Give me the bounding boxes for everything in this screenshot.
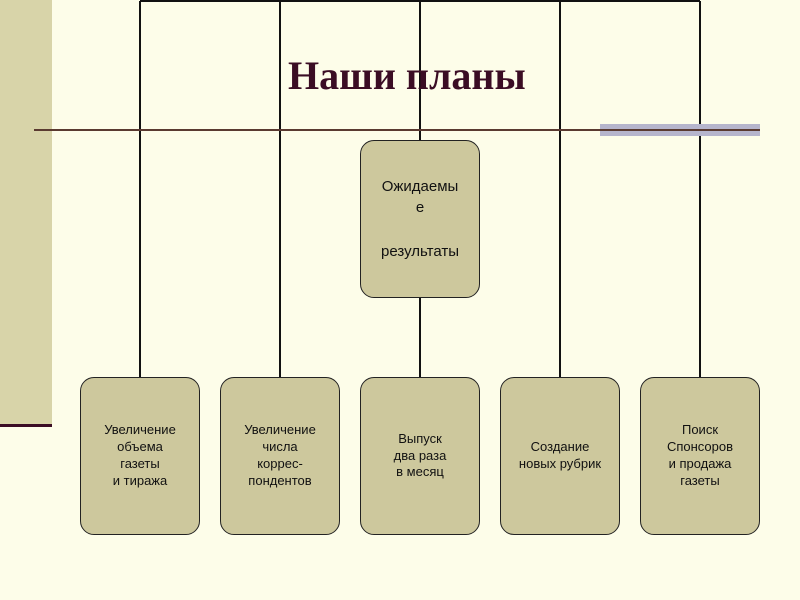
page-title: Наши планы	[288, 53, 526, 98]
side-band-edge	[0, 424, 52, 427]
leaf-node-circulation: Увеличение объема газеты и тиража	[80, 377, 200, 535]
leaf-node-sponsors: Поиск Спонсоров и продажа газеты	[640, 377, 760, 535]
leaf-node-frequency: Выпуск два раза в месяц	[360, 377, 480, 535]
title-rule-accent-line	[600, 129, 760, 131]
title-rule	[34, 129, 760, 131]
leaf-node-correspondents: Увеличение числа коррес- пондентов	[220, 377, 340, 535]
center-node-expected-results: Ожидаемы е результаты	[360, 140, 480, 298]
leaf-node-new-sections: Создание новых рубрик	[500, 377, 620, 535]
decorative-side-band	[0, 0, 52, 424]
